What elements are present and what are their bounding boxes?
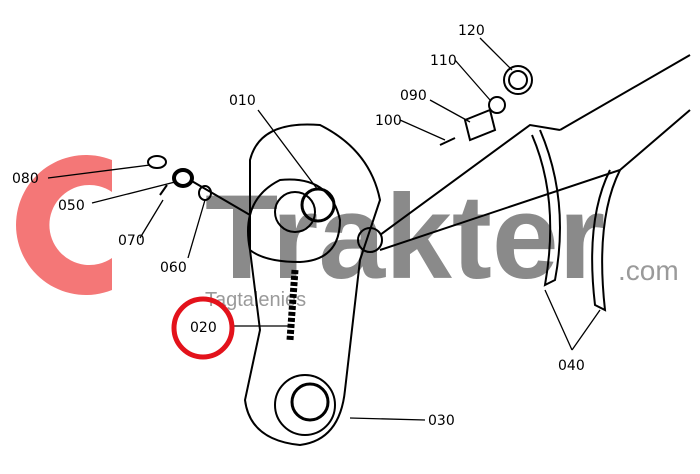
label-060: 060 [160,260,187,276]
part-labels: 080 050 070 060 010 020 030 040 100 090 … [12,23,585,429]
label-090: 090 [400,88,427,104]
highlight-circle-020 [171,296,235,360]
label-010: 010 [229,93,256,109]
label-120: 120 [458,23,485,39]
label-020: 020 [190,320,217,336]
label-040: 040 [558,358,585,374]
label-100: 100 [375,113,402,129]
label-080: 080 [12,171,39,187]
label-110: 110 [430,53,457,69]
shaft-assembly [379,54,691,312]
watermark-suffix: .com [618,255,679,286]
watermark-brand: Trakter [205,170,605,304]
watermark-logo [16,155,113,296]
label-070: 070 [118,233,145,249]
leader-lines [47,37,601,421]
label-050: 050 [58,198,85,214]
label-030: 030 [428,413,455,429]
